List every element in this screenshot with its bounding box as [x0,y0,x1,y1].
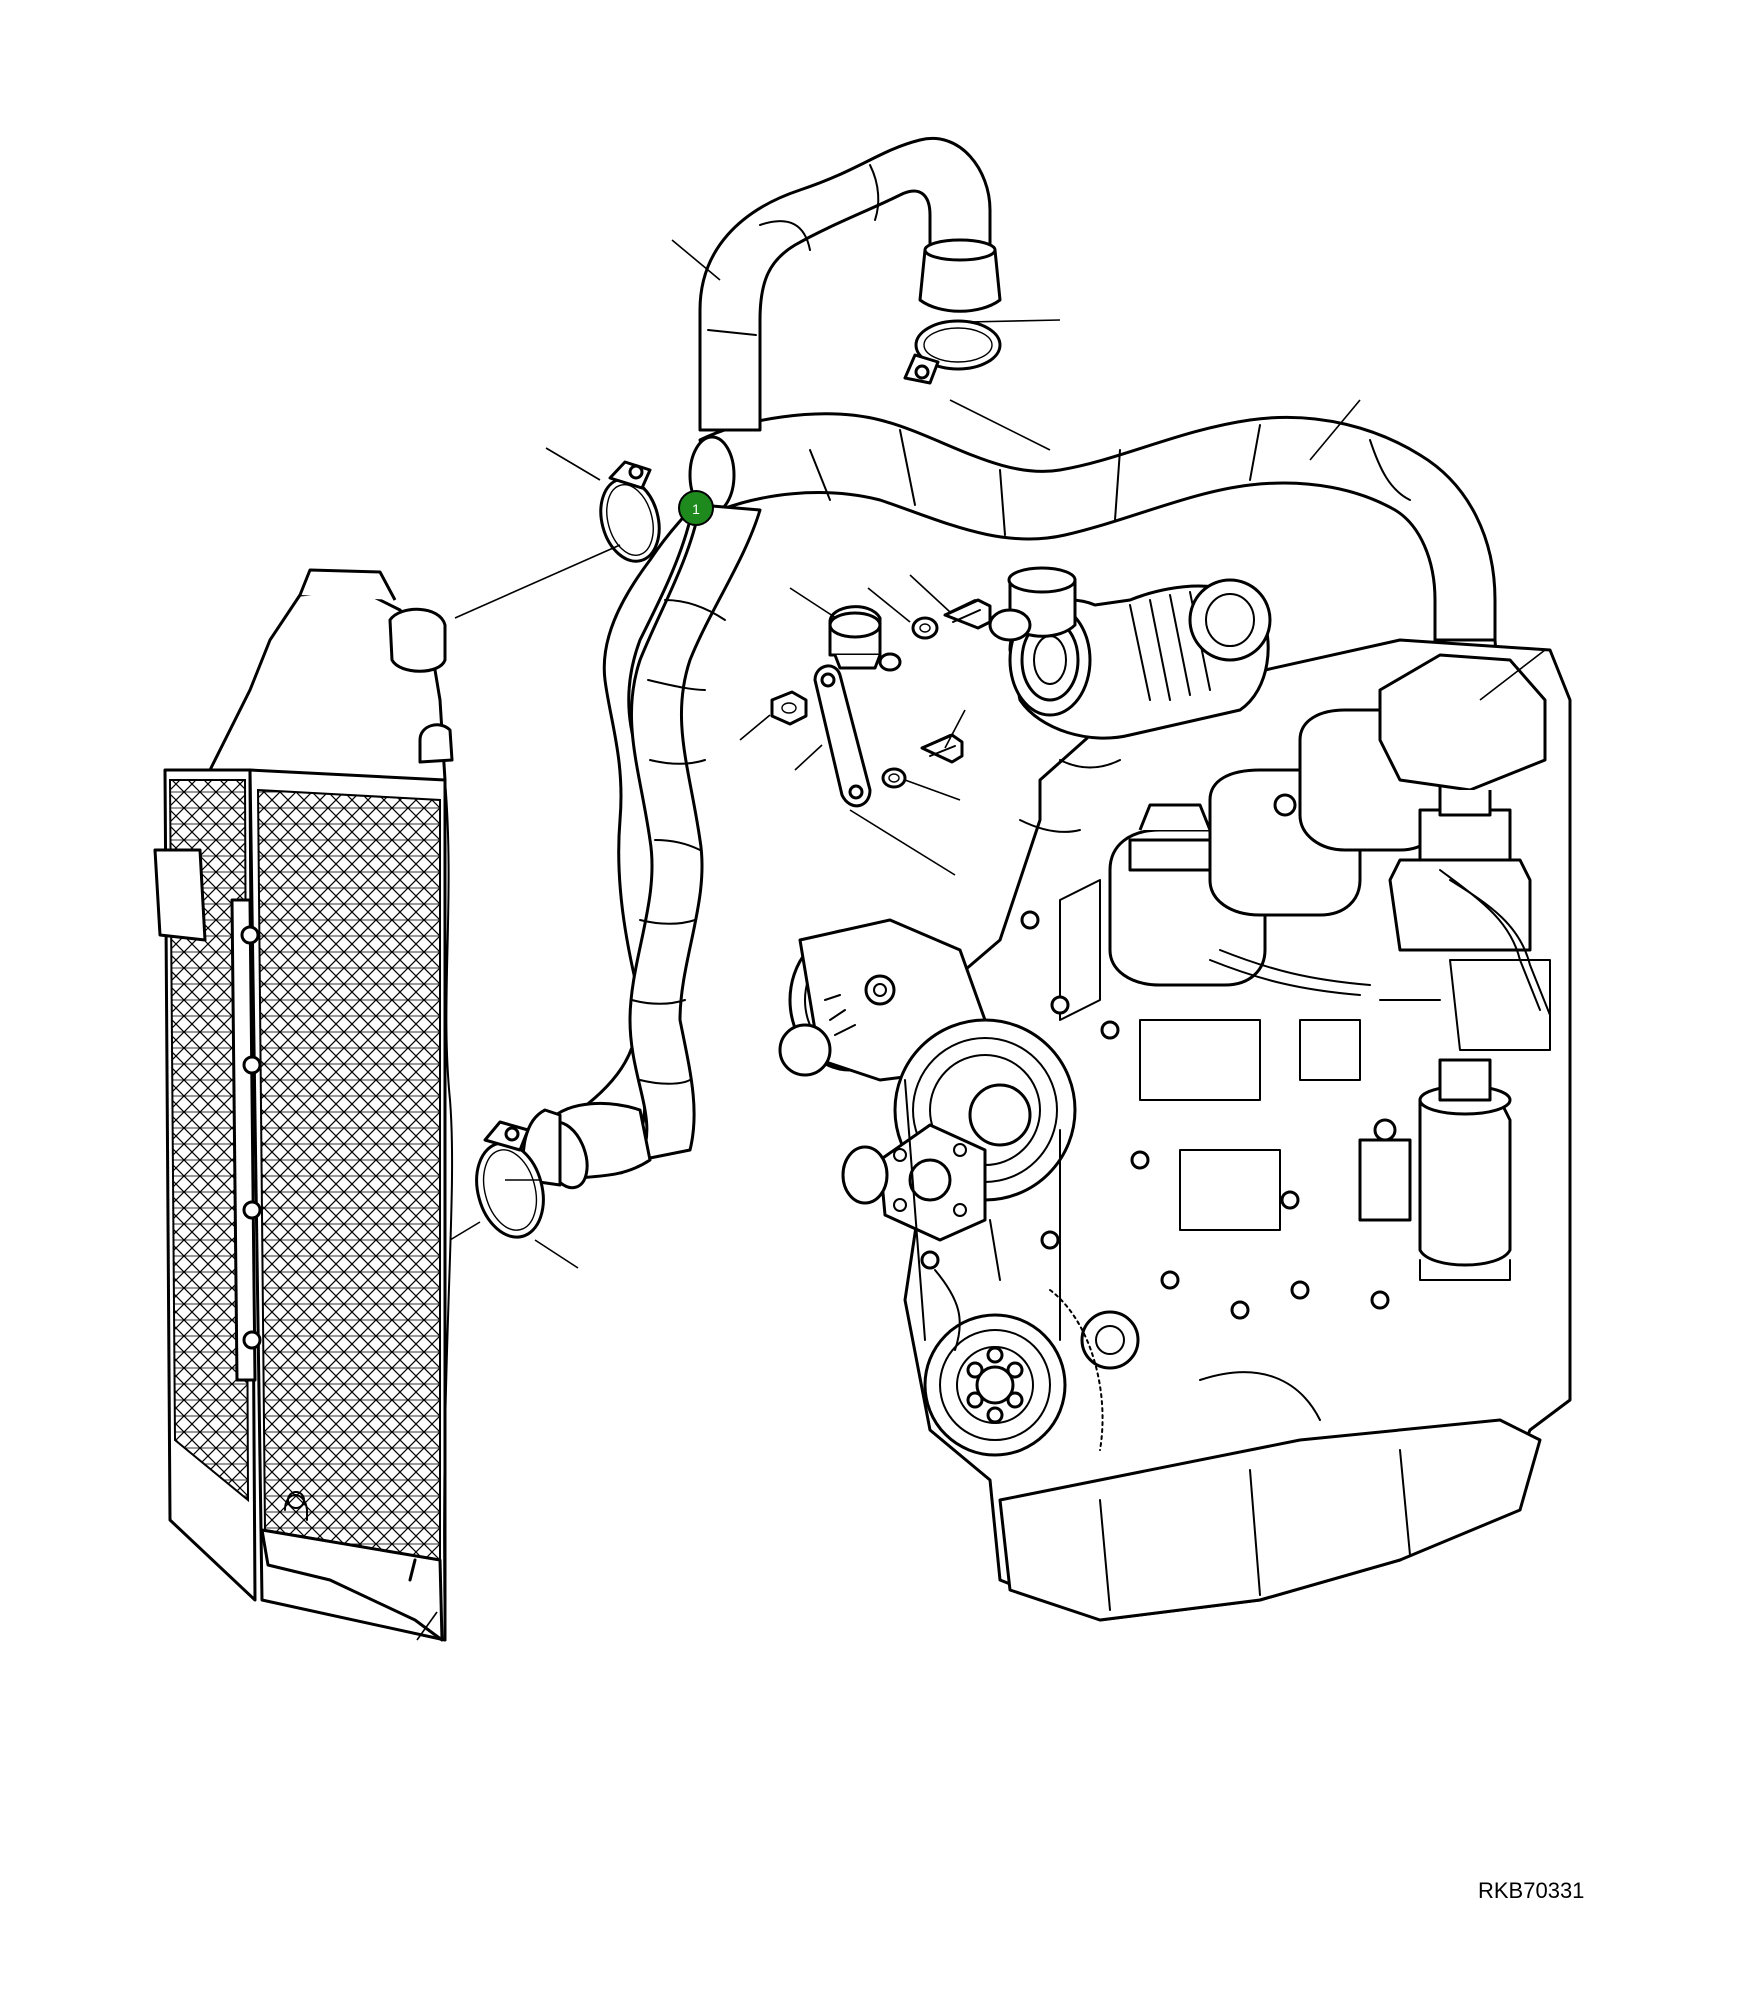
leader-lines [416,239,1546,1641]
hose-clamp-lower-left [475,1120,545,1239]
lower-radiator-hose [521,498,762,1190]
radiator [153,568,454,1642]
engine [778,566,1572,1622]
fan-hub [841,1123,987,1242]
hose-clamp-upper-left [599,460,661,563]
hose-clamp-top [903,319,1002,385]
fuel-filter [1358,1058,1512,1281]
bracket-hardware [770,598,992,808]
bypass-hose [698,137,1002,432]
reference-code: RKB70331 [1478,1878,1585,1903]
callout-1[interactable]: 1 [678,490,714,526]
callout-1-label: 1 [692,501,700,517]
